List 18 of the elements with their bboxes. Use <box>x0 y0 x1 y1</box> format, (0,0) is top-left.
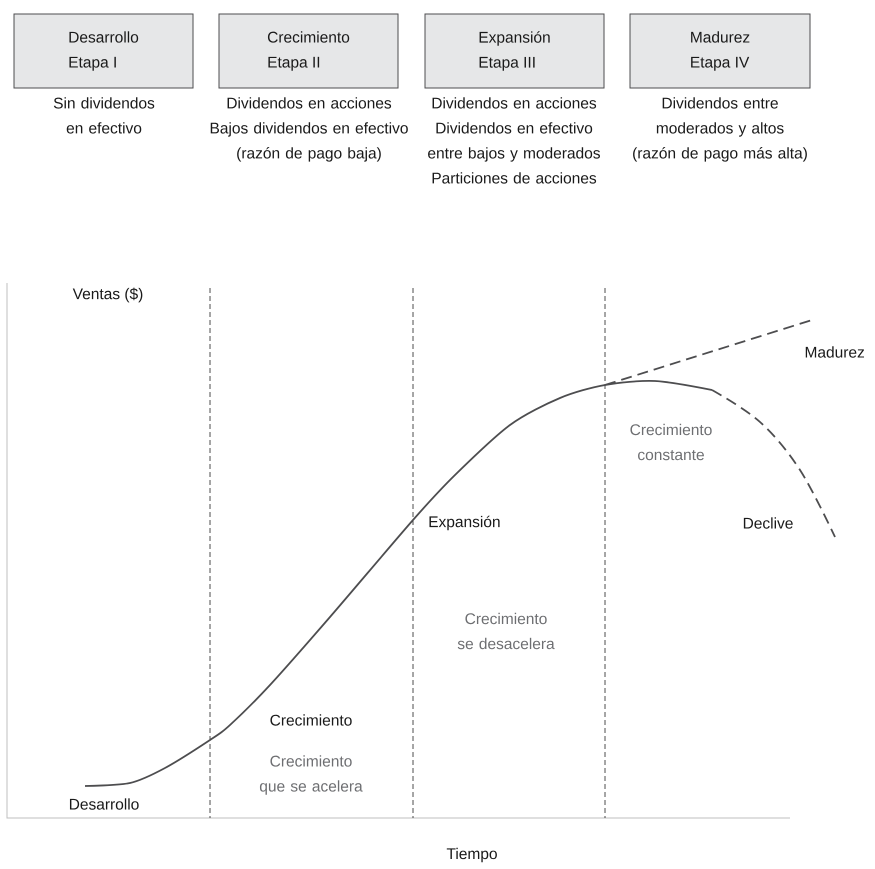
stage-box: Desarrollo Etapa I <box>14 14 194 88</box>
axis-label: Tiempo <box>446 848 497 862</box>
stage-box: Expansión Etapa III <box>424 14 604 88</box>
curve-label: Desarrollo <box>70 798 139 810</box>
curve-label: Crecimiento <box>270 714 352 726</box>
stage-description: Sin dividendos en efectivo <box>54 97 154 134</box>
stage-box: Crecimiento Etapa II <box>218 14 398 88</box>
phase-note: Crecimiento que se acelera <box>260 755 363 795</box>
phase-note: Crecimiento se desacelera <box>458 612 555 650</box>
curve-label: Madurez <box>806 346 864 358</box>
curve-label: Declive <box>744 517 793 529</box>
stage-description: Dividendos entre moderados y altos (razón de pago más alta) <box>633 97 807 162</box>
stage-box: Madurez Etapa IV <box>630 14 810 88</box>
phase-note: Crecimiento constante <box>630 424 712 460</box>
curve-label: Expansión <box>429 516 500 530</box>
stage-description: Dividendos en acciones Bajos dividendos en efectivo (razón de pago baja) <box>210 97 408 162</box>
stage-description: Dividendos en acciones Dividendos en efectivo entre bajos y moderados Particiones de acciones <box>428 97 600 184</box>
axis-label: Ventas ($) <box>72 288 142 302</box>
